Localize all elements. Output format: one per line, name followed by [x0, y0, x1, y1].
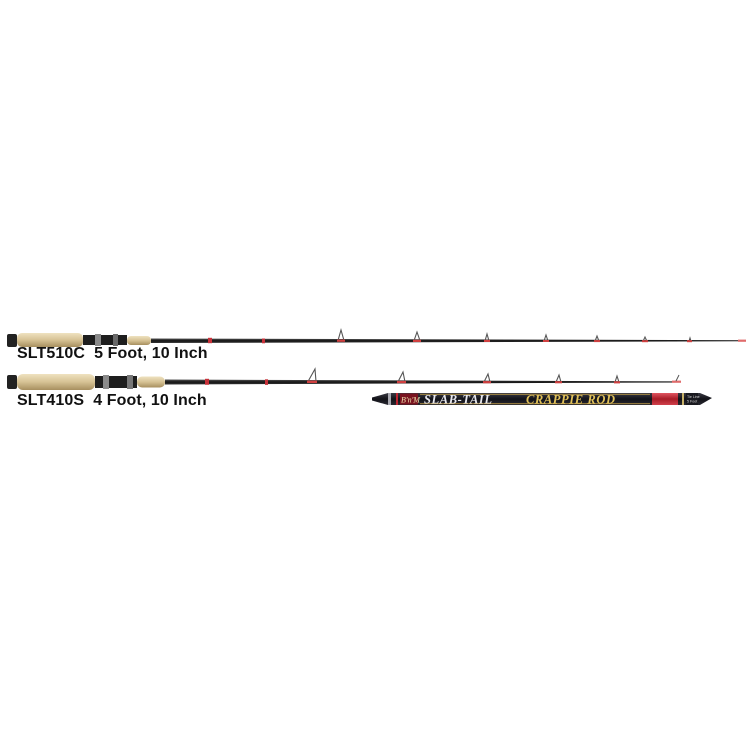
rod-1 [7, 327, 746, 347]
banner-word-slab-tail: SLAB-TAIL [424, 393, 493, 407]
rod-length-1: 5 Foot, 10 Inch [94, 345, 208, 362]
banner-word-crappie-rod: CRAPPIE ROD [526, 393, 616, 407]
rod-model-1: SLT510C [17, 345, 85, 362]
rod-label-1: SLT510C 5 Foot, 10 Inch [17, 345, 208, 363]
banner-fine-print-2: 5 Foot [687, 400, 697, 404]
rod-label-2: SLT410S 4 Foot, 10 Inch [17, 392, 207, 410]
banner-logo: B'n'M [401, 396, 421, 405]
rod-length-2: 4 Foot, 10 Inch [93, 392, 207, 409]
rod-decal-banner: B'n'M SLAB-TAIL CRAPPIE ROD Tie Line 5 F… [372, 393, 712, 407]
rod-2 [7, 367, 681, 390]
rod-model-2: SLT410S [17, 392, 85, 409]
banner-fine-print-1: Tie Line [687, 395, 700, 399]
